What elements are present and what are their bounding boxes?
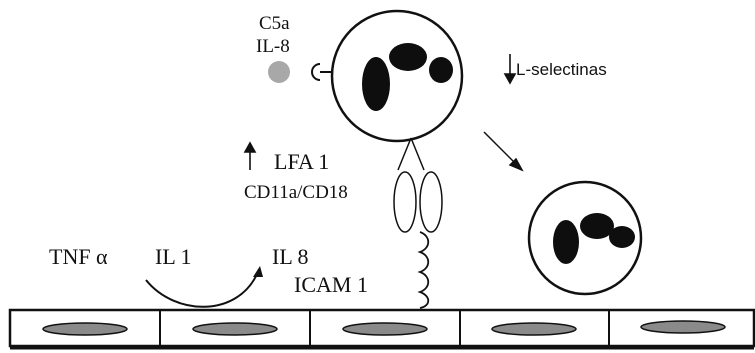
- il1-to-il8-arrow: [146, 266, 263, 307]
- endothelial-nucleus: [492, 323, 576, 335]
- nucleus-lobe: [609, 226, 635, 248]
- leukocyte-rolling: [332, 11, 462, 141]
- nucleus-lobe: [553, 220, 579, 264]
- endothelial-nucleus: [193, 323, 277, 335]
- endothelium: [10, 310, 754, 348]
- endothelial-nucleus: [343, 323, 427, 335]
- label-lfa1: LFA 1: [274, 151, 329, 173]
- endothelial-nucleus: [641, 321, 725, 333]
- label-cd11a-cd18: CD11a/CD18: [244, 183, 348, 202]
- nucleus-lobe: [580, 213, 614, 239]
- label-l-selectinas: L-selectinas: [516, 61, 607, 78]
- nucleus-lobe: [429, 57, 453, 83]
- chemokine-dot: [268, 61, 290, 83]
- chemokine-receptor: [312, 64, 320, 80]
- migration-arrow: [484, 132, 522, 170]
- up-arrow-icon: [245, 143, 255, 170]
- nucleus-lobe: [389, 43, 427, 71]
- lfa1-integrin: [394, 138, 442, 232]
- nucleus-lobe: [362, 57, 390, 111]
- label-c5a: C5a: [259, 14, 290, 33]
- label-tnf-alpha: TNF α: [49, 246, 108, 268]
- endothelial-nucleus: [43, 323, 127, 335]
- icam1-coil: [420, 232, 428, 308]
- leukocyte-adhered: [529, 182, 641, 294]
- label-il1: IL 1: [155, 246, 191, 268]
- label-il8-top: IL-8: [256, 37, 290, 56]
- down-arrow-icon: [505, 54, 515, 83]
- label-icam1: ICAM 1: [294, 274, 368, 296]
- label-il8-bottom: IL 8: [272, 246, 308, 268]
